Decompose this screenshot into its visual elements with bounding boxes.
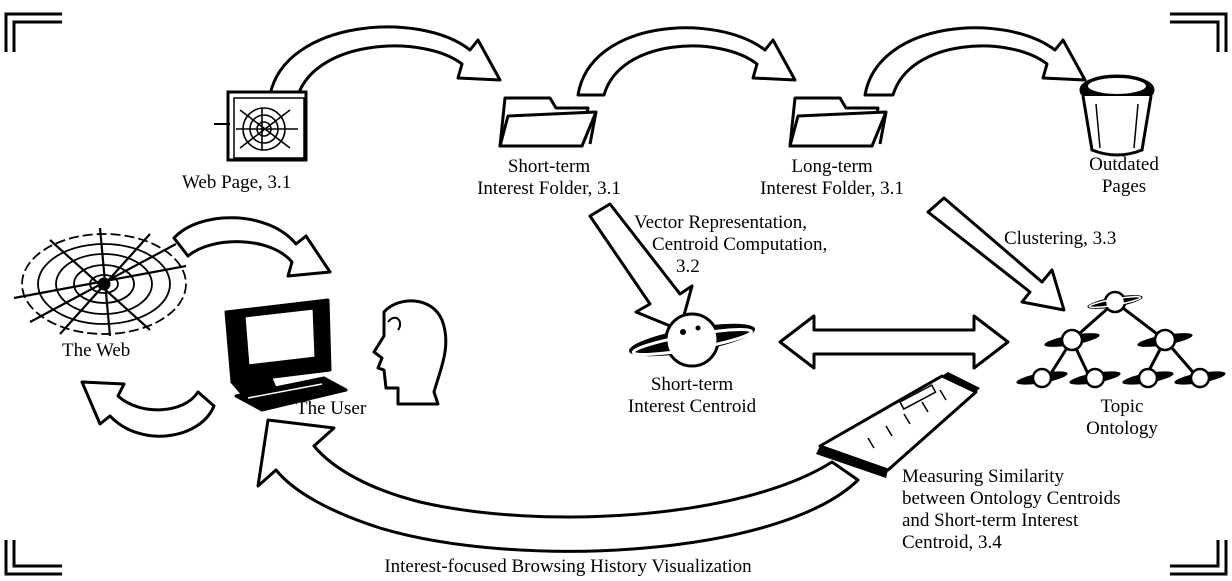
label-clustering: Clustering, 3.3 [1004, 228, 1117, 249]
label-similarity: Measuring Similarity between Ontology Ce… [902, 466, 1120, 554]
ontology-node-planets [1016, 290, 1226, 389]
label-outdated-line1: Outdated [1089, 154, 1159, 175]
folder-icon [498, 96, 598, 148]
label-similarity-line1: Measuring Similarity [902, 466, 1065, 487]
label-outdated: Outdated Pages [1089, 154, 1159, 198]
label-short-folder-line2: Interest Folder, 3.1 [477, 178, 621, 199]
label-centroid-line2: Interest Centroid [627, 396, 757, 417]
label-visualization: Interest-focused Browsing History Visual… [384, 556, 752, 577]
computer-icon [224, 298, 348, 412]
ruler-icon [816, 372, 980, 478]
label-the-web: The Web [62, 340, 131, 361]
label-similarity-line2: between Ontology Centroids [902, 488, 1121, 509]
arrow-similarity-to-user [256, 418, 860, 553]
label-vector-line3: 3.2 [676, 256, 700, 277]
label-centroid: Short-term Interest Centroid [628, 374, 756, 418]
arrow-long-to-outdated [863, 26, 1087, 97]
label-long-folder-line1: Long-term [791, 156, 873, 177]
label-centroid-line1: Short-term [650, 374, 734, 395]
label-long-folder: Long-term Interest Folder, 3.1 [760, 156, 904, 200]
arrow-short-to-long [576, 26, 797, 97]
label-vector: Vector Representation, Centroid Computat… [634, 212, 898, 278]
trash-can-icon [1079, 74, 1155, 157]
label-similarity-line3: and Short-term Interest [902, 510, 1079, 531]
web-page-icon [214, 90, 308, 162]
folder-icon [788, 96, 888, 148]
spider-web-icon [13, 227, 187, 337]
double-arrow-centroid-ontology [778, 314, 1010, 370]
arrow-user-to-web [80, 380, 216, 438]
label-similarity-line4: Centroid, 3.4 [902, 532, 1002, 553]
arrow-web-to-user [172, 216, 332, 278]
arrow-short-to-centroid [588, 202, 694, 332]
planet-icon [628, 312, 756, 368]
corner-brackets [4, 12, 1228, 576]
label-vector-line1: Vector Representation, [634, 212, 808, 233]
label-web-page: Web Page, 3.1 [182, 172, 292, 193]
label-ontology: Topic Ontology [1086, 396, 1158, 440]
label-short-folder: Short-term Interest Folder, 3.1 [477, 156, 621, 200]
arrow-webpage-to-short [268, 25, 502, 97]
label-the-user: The User [296, 398, 367, 419]
arrow-long-to-ontology [926, 196, 1066, 312]
label-outdated-line2: Pages [1101, 176, 1147, 197]
label-short-folder-line1: Short-term [507, 156, 591, 177]
label-ontology-line1: Topic [1100, 396, 1144, 417]
label-ontology-line2: Ontology [1086, 418, 1158, 439]
label-long-folder-line2: Interest Folder, 3.1 [760, 178, 904, 199]
label-vector-line2: Centroid Computation, [652, 234, 828, 255]
user-head-icon [372, 299, 448, 406]
